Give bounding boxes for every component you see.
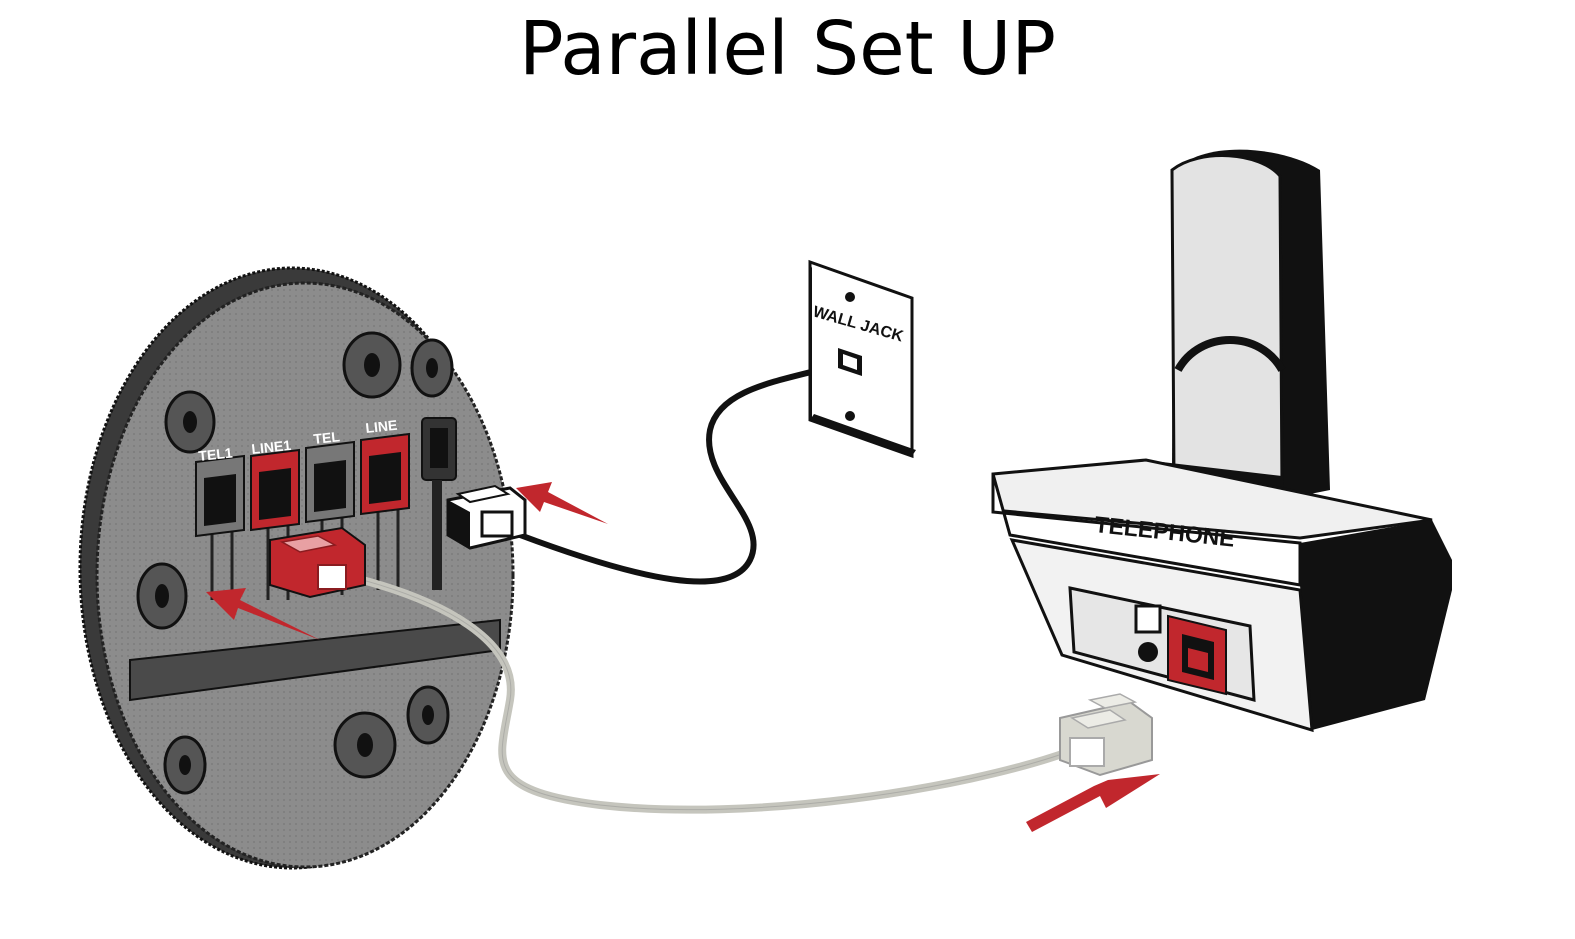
wall-jack: WALL JACK: [808, 259, 916, 459]
diagram-title: Parallel Set UP: [519, 6, 1056, 92]
black-rj11-plug: [446, 484, 527, 550]
power-connector: [421, 417, 457, 590]
port-line: LINE: [360, 417, 410, 516]
port-tel1: TEL1: [195, 444, 245, 538]
label-line1: LINE1: [251, 437, 292, 457]
label-tel1: TEL1: [198, 444, 234, 464]
red-arrow-icon-wall-line: [516, 482, 608, 524]
gray-rj11-plug: [1059, 693, 1153, 777]
telephone-line-port: [1167, 614, 1227, 696]
port-line1: LINE1: [250, 437, 300, 532]
red-rj11-plug: [269, 526, 366, 599]
label-tel: TEL: [313, 428, 341, 447]
telephone: TELEPHONE: [991, 149, 1452, 733]
port-tel: TEL: [305, 428, 355, 524]
black-phone-cable: [517, 359, 851, 585]
gray-phone-cable: [351, 574, 1072, 814]
label-line: LINE: [365, 417, 398, 436]
red-arrow-icon-tel-port: [206, 588, 320, 640]
telephone-button: [1134, 604, 1162, 634]
telephone-dc-jack: [1138, 642, 1158, 662]
red-arrow-icon-telephone: [1026, 774, 1160, 832]
